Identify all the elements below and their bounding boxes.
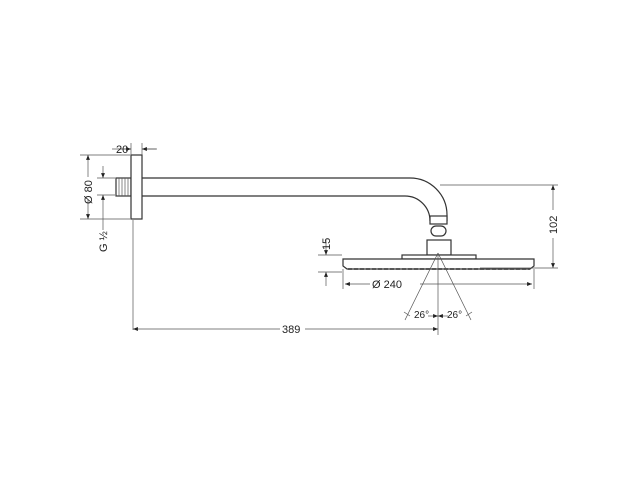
head-thickness-label: 15 [321,238,333,250]
height-label: 102 [548,216,560,234]
thread-connector [115,177,132,197]
wall-flange [130,154,143,220]
flange-diameter-label: Ø 80 [83,180,95,204]
dimension-lines [80,143,558,335]
thread-label: G ½ [98,231,110,252]
arm-inner [142,195,431,222]
ball-joint [430,225,447,237]
shower-head [342,258,535,270]
spray-angle-right-label: 26° [447,310,462,321]
arm-length-label: 389 [282,324,300,336]
shower-arm [115,154,535,270]
spray-angle-left-label: 26° [414,310,429,321]
arm-outer [142,177,448,221]
head-diameter-label: Ø 240 [372,279,402,291]
flange-depth-label: 20 [116,144,128,156]
